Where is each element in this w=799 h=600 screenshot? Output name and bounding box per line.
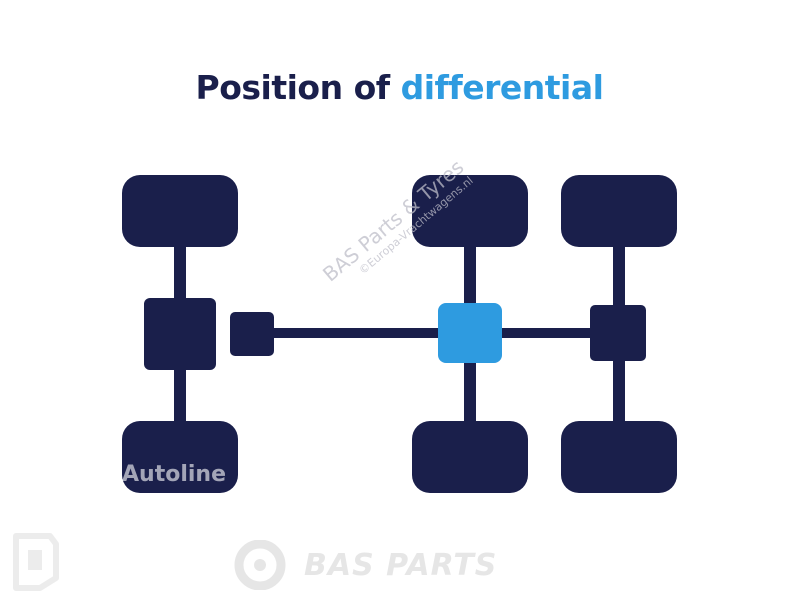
wheel-rear-left (561, 175, 677, 247)
bas-parts-logo-text: BAS PARTS (304, 547, 498, 583)
wheel-front-left (122, 175, 238, 247)
corner-logo-icon (13, 533, 59, 591)
page-title: Position of differential (0, 68, 799, 107)
wheel-rear-right (561, 421, 677, 493)
bas-parts-logo-icon (234, 540, 286, 590)
wheel-middle-right (412, 421, 528, 493)
propeller-shaft (272, 328, 602, 338)
title-highlight: differential (400, 68, 604, 107)
autoline-watermark: Autoline (122, 462, 226, 487)
bas-parts-logo: BAS PARTS (232, 540, 497, 590)
rear-differential (590, 305, 646, 361)
engine-block (144, 298, 216, 370)
title-prefix: Position of (195, 68, 391, 107)
wheel-front-right (122, 421, 238, 493)
wheel-middle-left (412, 175, 528, 247)
gearbox-block (230, 312, 274, 356)
highlighted-differential (438, 303, 502, 363)
